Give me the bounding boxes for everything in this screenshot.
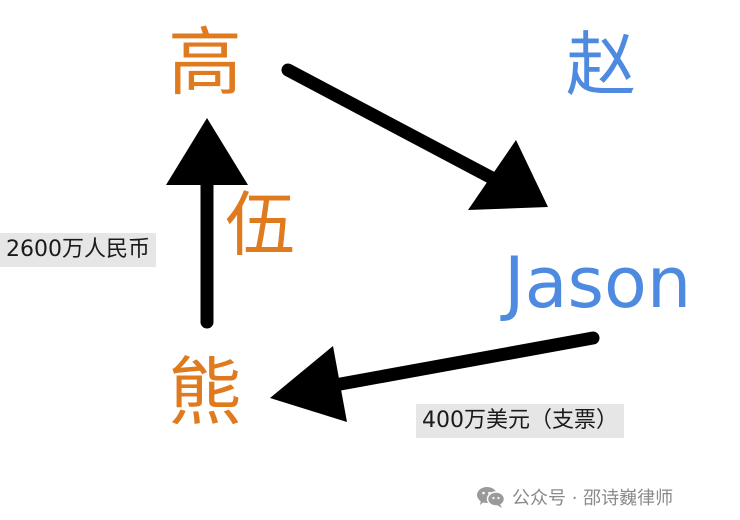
node-xiong: 熊 xyxy=(168,350,242,436)
arrow-gao-to-jason xyxy=(281,63,548,210)
node-zhao: 赵 xyxy=(566,24,636,106)
edge-label-xiong-to-gao: 2600万人民币 xyxy=(0,233,156,267)
arrow-jason-to-xiong xyxy=(270,331,600,422)
node-jason: Jason xyxy=(504,242,692,324)
wechat-icon xyxy=(477,487,506,508)
arrow-xiong-to-gao xyxy=(166,118,248,329)
watermark-text: 公众号 · 邵诗巍律师 xyxy=(512,488,674,509)
node-gao: 高 xyxy=(168,20,242,106)
node-wu: 伍 xyxy=(225,184,295,266)
watermark: 公众号 · 邵诗巍律师 xyxy=(476,484,673,510)
edge-label-jason-to-xiong: 400万美元（支票） xyxy=(416,404,624,438)
